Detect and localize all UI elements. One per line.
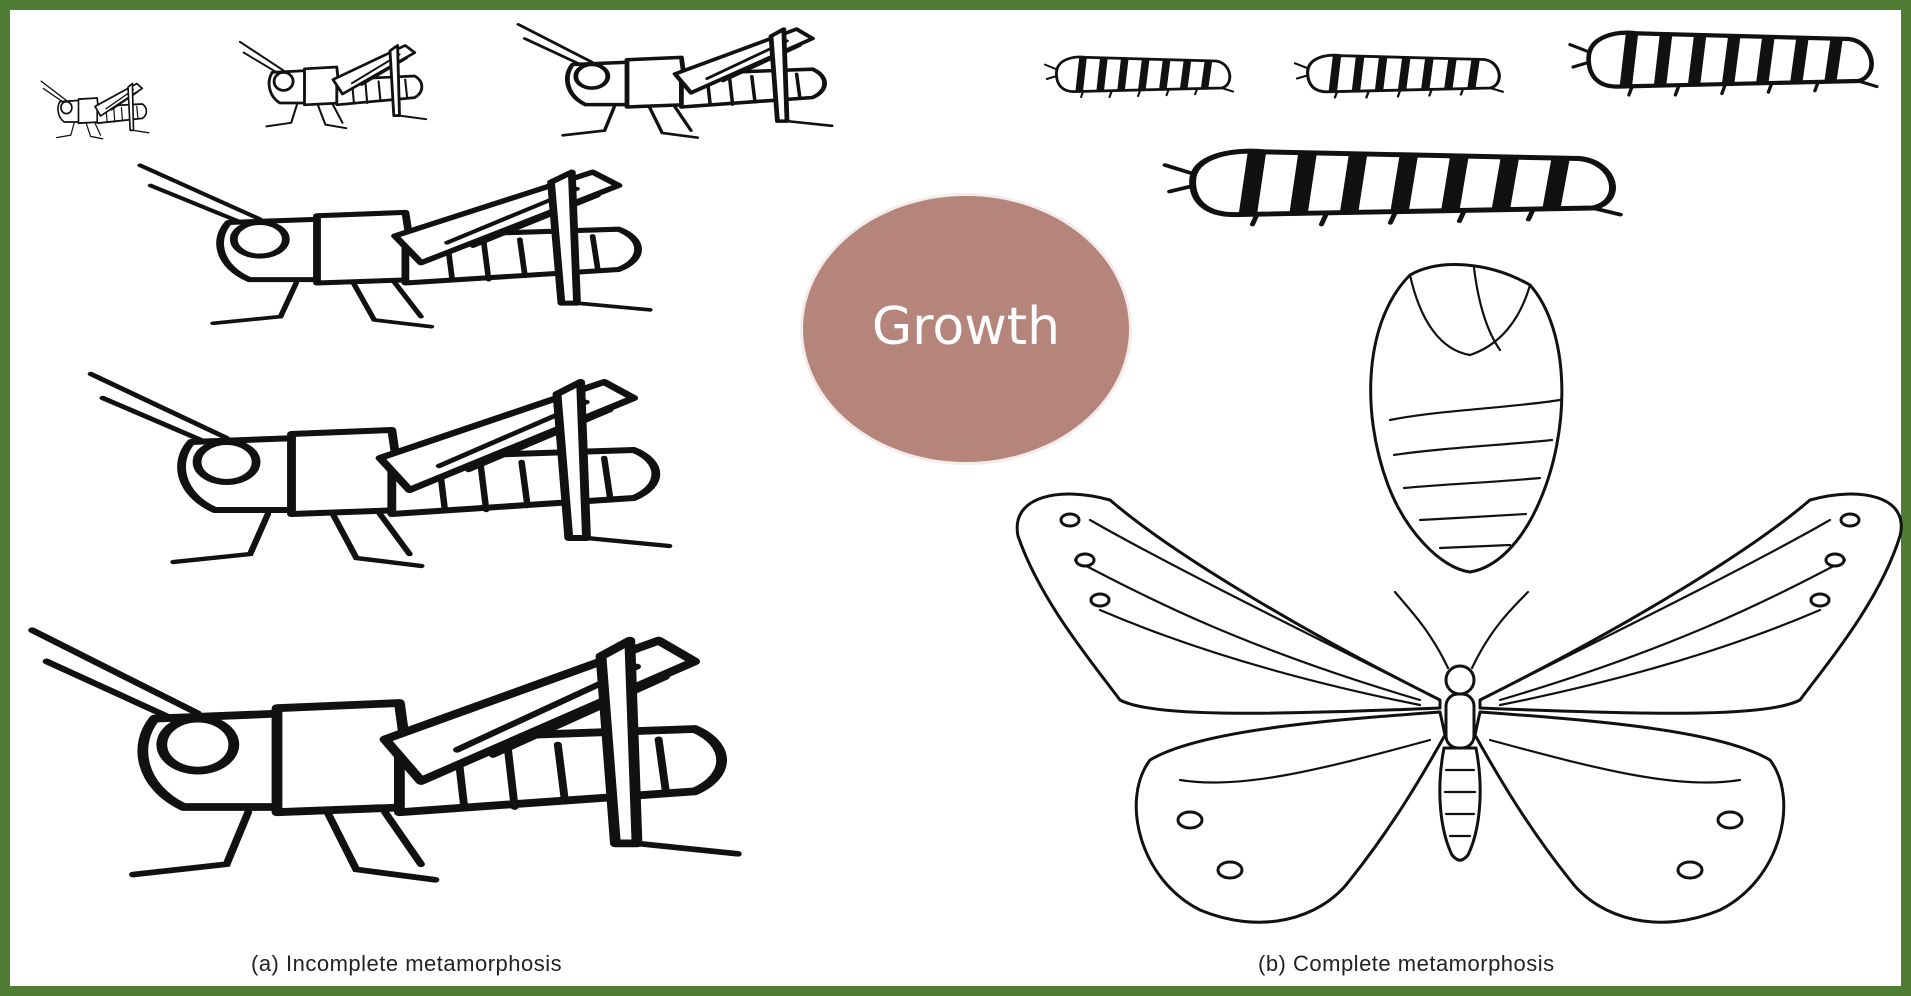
- grasshopper-stage-3: [518, 24, 832, 137]
- caterpillar-stage-4: [1165, 151, 1620, 224]
- grasshopper-stage-4: [140, 165, 650, 326]
- growth-label: Growth: [872, 297, 1060, 357]
- chrysalis: [1371, 265, 1562, 572]
- caterpillar-stage-1: [1045, 57, 1233, 97]
- grasshopper-stage-2: [240, 42, 426, 128]
- grasshopper-stage-1: [41, 81, 149, 139]
- caption-incomplete-metamorphosis: (a) Incomplete metamorphosis: [251, 951, 562, 977]
- caterpillar-stage-3: [1570, 33, 1877, 95]
- caterpillar-stage-2: [1295, 55, 1503, 97]
- grasshopper-stage-5: [91, 374, 669, 566]
- grasshopper-adult: [32, 630, 738, 880]
- growth-badge: Growth: [803, 196, 1129, 462]
- caption-complete-metamorphosis: (b) Complete metamorphosis: [1258, 951, 1555, 977]
